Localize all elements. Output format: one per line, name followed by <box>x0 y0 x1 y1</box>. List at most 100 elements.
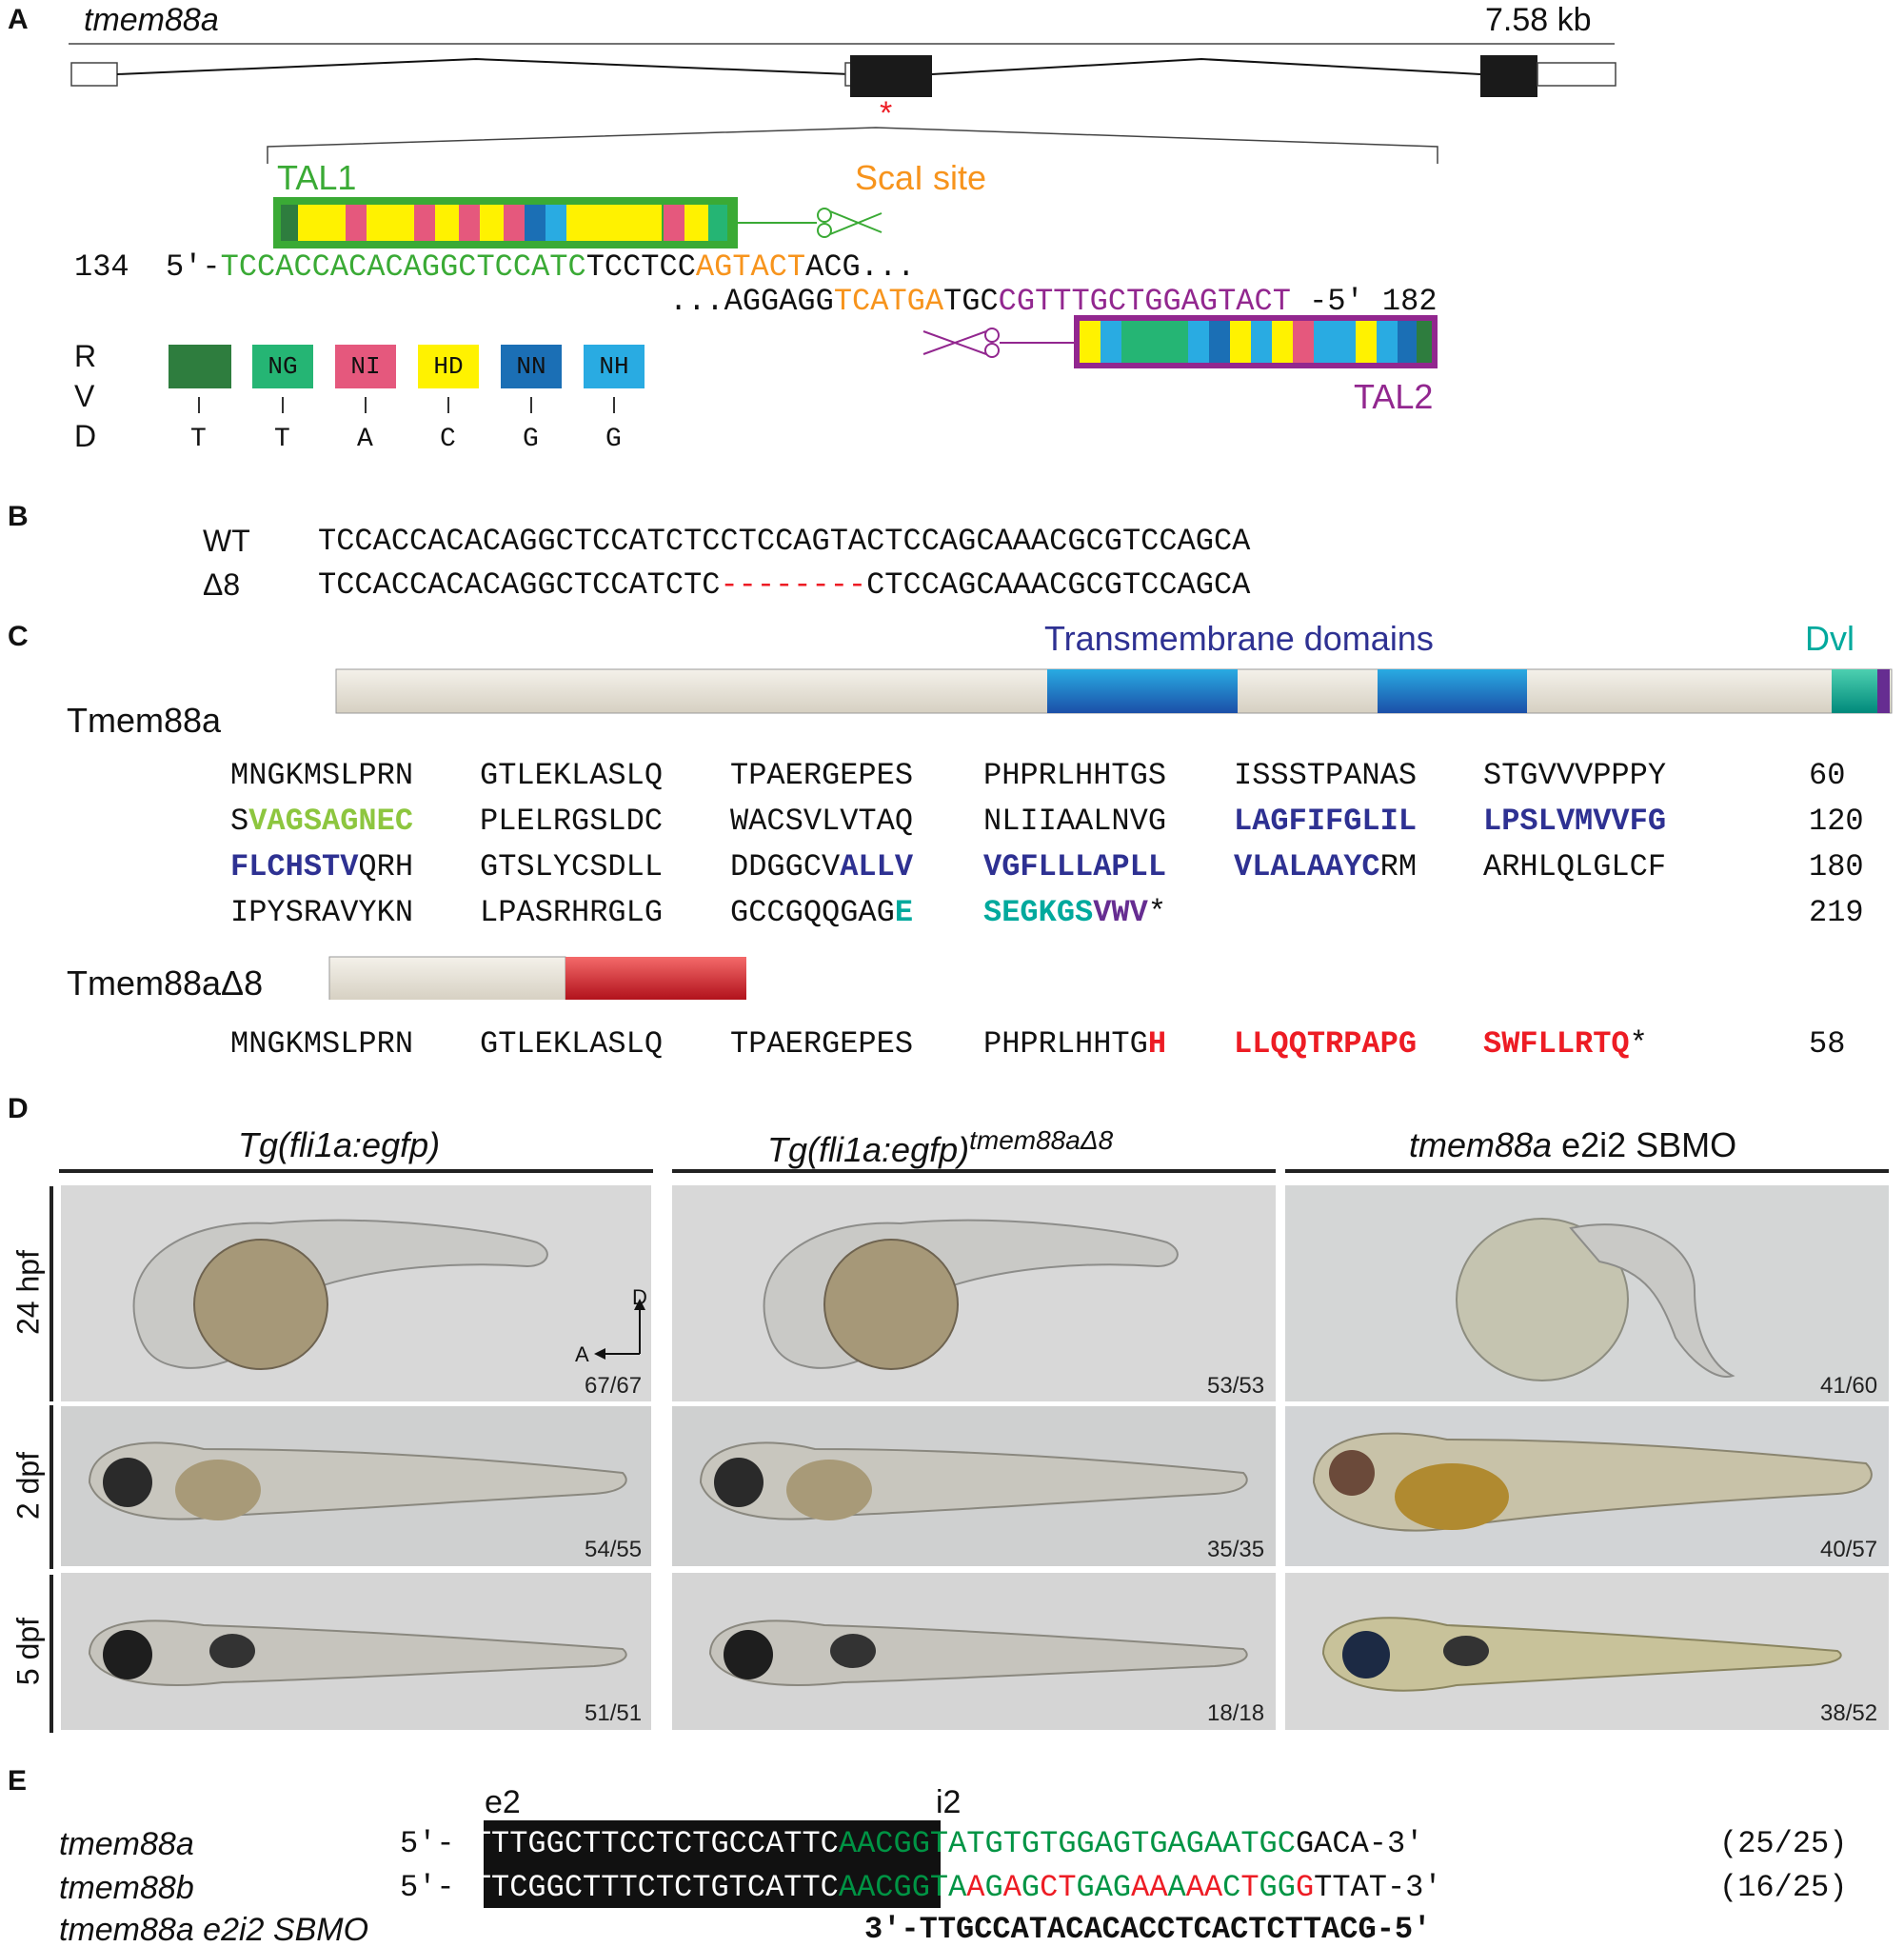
seq-tmem88a-intron: AACGGTATGTGTGGAGTGAGAATGC <box>838 1826 1296 1861</box>
protein-label-tmem88a: Tmem88a <box>67 701 222 740</box>
delta8-label: Δ8 <box>203 567 241 602</box>
tal2-scissors-icon <box>922 328 1000 358</box>
matched-base: GAG <box>1076 1870 1132 1905</box>
morpholino-label-text: tmem88a e2i2 SBMO <box>59 1912 369 1947</box>
count-morphant-5dpf: 38/52 <box>1820 1700 1878 1726</box>
rvd-swatch-hd: HD <box>418 345 479 388</box>
dvl-label: Dvl <box>1805 619 1854 658</box>
rvd-base-1: T <box>190 425 207 454</box>
seq-tmem88a-5prime: 5′- <box>400 1826 455 1861</box>
photo-morphant-5dpf <box>1285 1573 1889 1730</box>
aa-row-3-b5b: RM <box>1379 849 1418 884</box>
bottom-spacer: TGC <box>943 284 999 319</box>
row-rule-2 <box>50 1405 53 1569</box>
seq-tmem88b-intron: AACGGTAAGAGCTGAGAAAAACTGGG <box>839 1870 1314 1905</box>
panel-label-a: A <box>8 4 29 35</box>
row-label-5dpf: 5 dpf <box>10 1617 46 1686</box>
axis-label-anterior: A <box>575 1342 589 1366</box>
embryo-icon <box>1312 1432 1873 1532</box>
panel-label-d: D <box>8 1093 29 1124</box>
row-rule-1 <box>50 1186 53 1401</box>
rvd-base-2: T <box>274 425 290 454</box>
embryo-icon <box>1321 1617 1842 1692</box>
count-morphant-2dpf: 40/57 <box>1820 1537 1878 1562</box>
aa-row-2-green: VAGSAGNEC <box>248 804 414 839</box>
aa-row-1-block-2: GTLEKLASLQ <box>480 758 664 793</box>
aa-row-4-number: 219 <box>1809 895 1864 930</box>
rvd-base-3: A <box>357 425 373 454</box>
aa-row-2-block-2: PLELRGSLDC <box>480 804 664 839</box>
bottom-strand-number: 182 <box>1381 284 1438 319</box>
delta8-seq-b: CTCCAGCAAACGCGTCCAGCA <box>866 567 1251 603</box>
gene-structure-diagram: * <box>69 43 1616 413</box>
photo-mutant-2dpf <box>672 1406 1276 1566</box>
aa-row-3-b3a: DDGGCV <box>730 849 841 884</box>
wt-label: WT <box>203 524 250 558</box>
photo-morphant-2dpf <box>1285 1406 1889 1566</box>
delta8-seq-a: TCCACCACACAGGCTCCATCTC <box>318 567 721 603</box>
gene-label-tmem88a: tmem88a <box>59 1826 194 1862</box>
photo-wt-2dpf <box>61 1406 651 1566</box>
seq-tmem88a: 5′- TTTGGCTTCCTCTGCCATTCAACGGTATGTGTGGAG… <box>400 1826 1423 1861</box>
embryo-icon <box>88 1441 627 1520</box>
bottom-strand: ...AGGAGGTCATGATGCCGTTTGCTGGAGTACT -5′ 1… <box>669 284 1438 319</box>
mismatch-base: A <box>966 1870 985 1905</box>
count-wt-2dpf: 54/55 <box>585 1537 643 1562</box>
axis-arrows-icon <box>594 1299 645 1360</box>
row-label-2dpf: 2 dpf <box>10 1451 46 1520</box>
count-wt-24hpf: 67/67 <box>585 1373 643 1399</box>
mut-aa-b4b: H <box>1147 1026 1167 1062</box>
seq-tmem88b-exon: TTCGGCTTTCTCTGTCATTC <box>472 1870 839 1905</box>
aa-row-4-b3b: E <box>894 895 914 930</box>
aa-row-3-block-4: VGFLLLAPLL <box>983 849 1167 884</box>
rvd-swatch-1 <box>169 345 231 388</box>
mut-aa-block-4: PHPRLHHTGH <box>983 1026 1166 1062</box>
mut-aa-b4a: PHPRLHHTG <box>983 1026 1148 1062</box>
column-header-mutant: Tg(fli1a:egfp)tmem88aΔ8 <box>767 1125 1113 1170</box>
mismatch-base: A <box>1002 1870 1021 1905</box>
aa-row-4-stop: * <box>1147 895 1167 930</box>
utr-3 <box>1537 62 1616 87</box>
aa-row-2-block-6: LPSLVMVVFG <box>1483 804 1667 839</box>
morpholino-sequence: 3′-TTGCCATACACACCTCACTCTTACG-5′ <box>864 1912 1432 1947</box>
tal1-scissors-icon <box>817 208 883 238</box>
mut-aa-block-6: SWFLLRTQ* <box>1483 1026 1648 1062</box>
protein-domain-diagram <box>328 668 1893 1000</box>
aa-row-2-block-4: NLIIAALNVG <box>983 804 1167 839</box>
mut-aa-block-2: GTLEKLASLQ <box>480 1026 664 1062</box>
aa-row-2-block-3: WACSVLVTAQ <box>730 804 914 839</box>
panel-label-b: B <box>8 501 29 532</box>
deletion-gap: -------- <box>720 567 867 603</box>
aa-row-3-blue: FLCHSTV <box>230 849 359 884</box>
frameshift-region <box>565 957 746 1000</box>
scal-seq-bottom: TCATGA <box>833 284 944 319</box>
tal1-label: TAL1 <box>277 158 357 197</box>
column-header-morphant-rest: e2i2 SBMO <box>1552 1125 1737 1164</box>
seq-tmem88a-exon: TTTGGCTTCCTCTGCCATTC <box>472 1826 839 1861</box>
rvd-base-5: G <box>523 425 539 454</box>
rvd-swatch-nn: NN <box>501 345 562 388</box>
aa-row-1-block-1: MNGKMSLPRN <box>230 758 414 793</box>
embryo-icon <box>708 1619 1248 1686</box>
aa-row-2-block-5: LAGFIFGLIL <box>1234 804 1418 839</box>
tal2-label: TAL2 <box>1354 377 1434 416</box>
exon-label-e2: e2 <box>485 1784 521 1820</box>
row-rule-3 <box>50 1575 53 1733</box>
rvd-base-4: C <box>440 425 456 454</box>
count-mutant-24hpf: 53/53 <box>1207 1373 1265 1399</box>
gene-label-tmem88b: tmem88b <box>59 1870 194 1906</box>
morpholino-label: tmem88a e2i2 SBMO <box>59 1912 368 1947</box>
seq-tmem88b-5prime: 5′- <box>400 1870 455 1905</box>
rvd-letter-r: R <box>74 339 97 373</box>
aa-row-3-b5a: VLALAAYC <box>1234 849 1380 884</box>
aa-row-3-block-3: DDGGCVALLV <box>730 849 913 884</box>
count-mutant-5dpf: 18/18 <box>1207 1700 1265 1726</box>
mut-aa-block-1: MNGKMSLPRN <box>230 1026 414 1062</box>
mut-aa-number: 58 <box>1809 1026 1846 1062</box>
mut-aa-block-3: TPAERGEPES <box>730 1026 914 1062</box>
matched-base: G <box>1021 1870 1041 1905</box>
axis-label-dorsal: D <box>632 1285 647 1309</box>
photo-morphant-24hpf <box>1285 1185 1889 1401</box>
top-strand: 134 5′-TCCACCACACAGGCTCCATCTCCTCCAGTACTA… <box>74 249 915 285</box>
